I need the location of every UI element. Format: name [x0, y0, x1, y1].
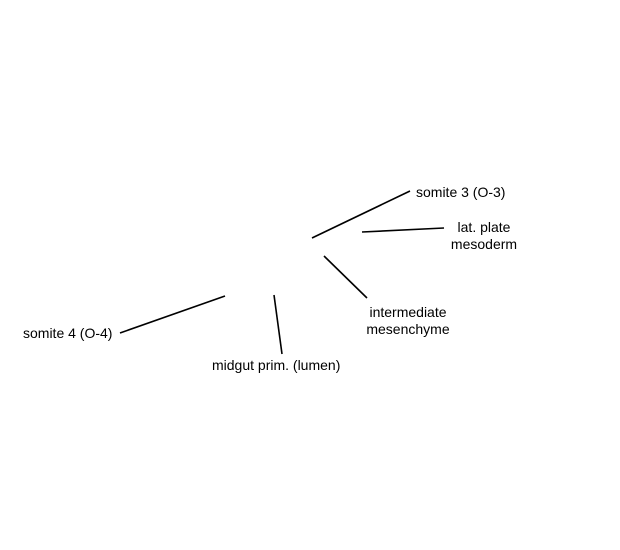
label-intermediate-line1: intermediate [369, 304, 447, 320]
leader-line-lat-plate [361, 227, 445, 233]
leader-line-intermediate [323, 255, 368, 299]
leader-line-somite3 [311, 190, 411, 239]
label-lat-plate-line1: lat. plate [457, 219, 511, 235]
label-lat-plate-mesoderm: lat. plate mesoderm [444, 219, 524, 253]
label-somite-3: somite 3 (O-3) [416, 184, 506, 200]
label-intermediate-mesenchyme: intermediate mesenchyme [358, 304, 458, 338]
label-somite-4: somite 4 (O-4) [23, 325, 113, 341]
label-lat-plate-line2: mesoderm [450, 236, 518, 252]
label-intermediate-line2: mesenchyme [366, 321, 450, 337]
label-midgut-primordium: midgut prim. (lumen) [212, 357, 341, 373]
leader-line-somite4 [119, 295, 226, 334]
leader-line-midgut [273, 294, 283, 355]
